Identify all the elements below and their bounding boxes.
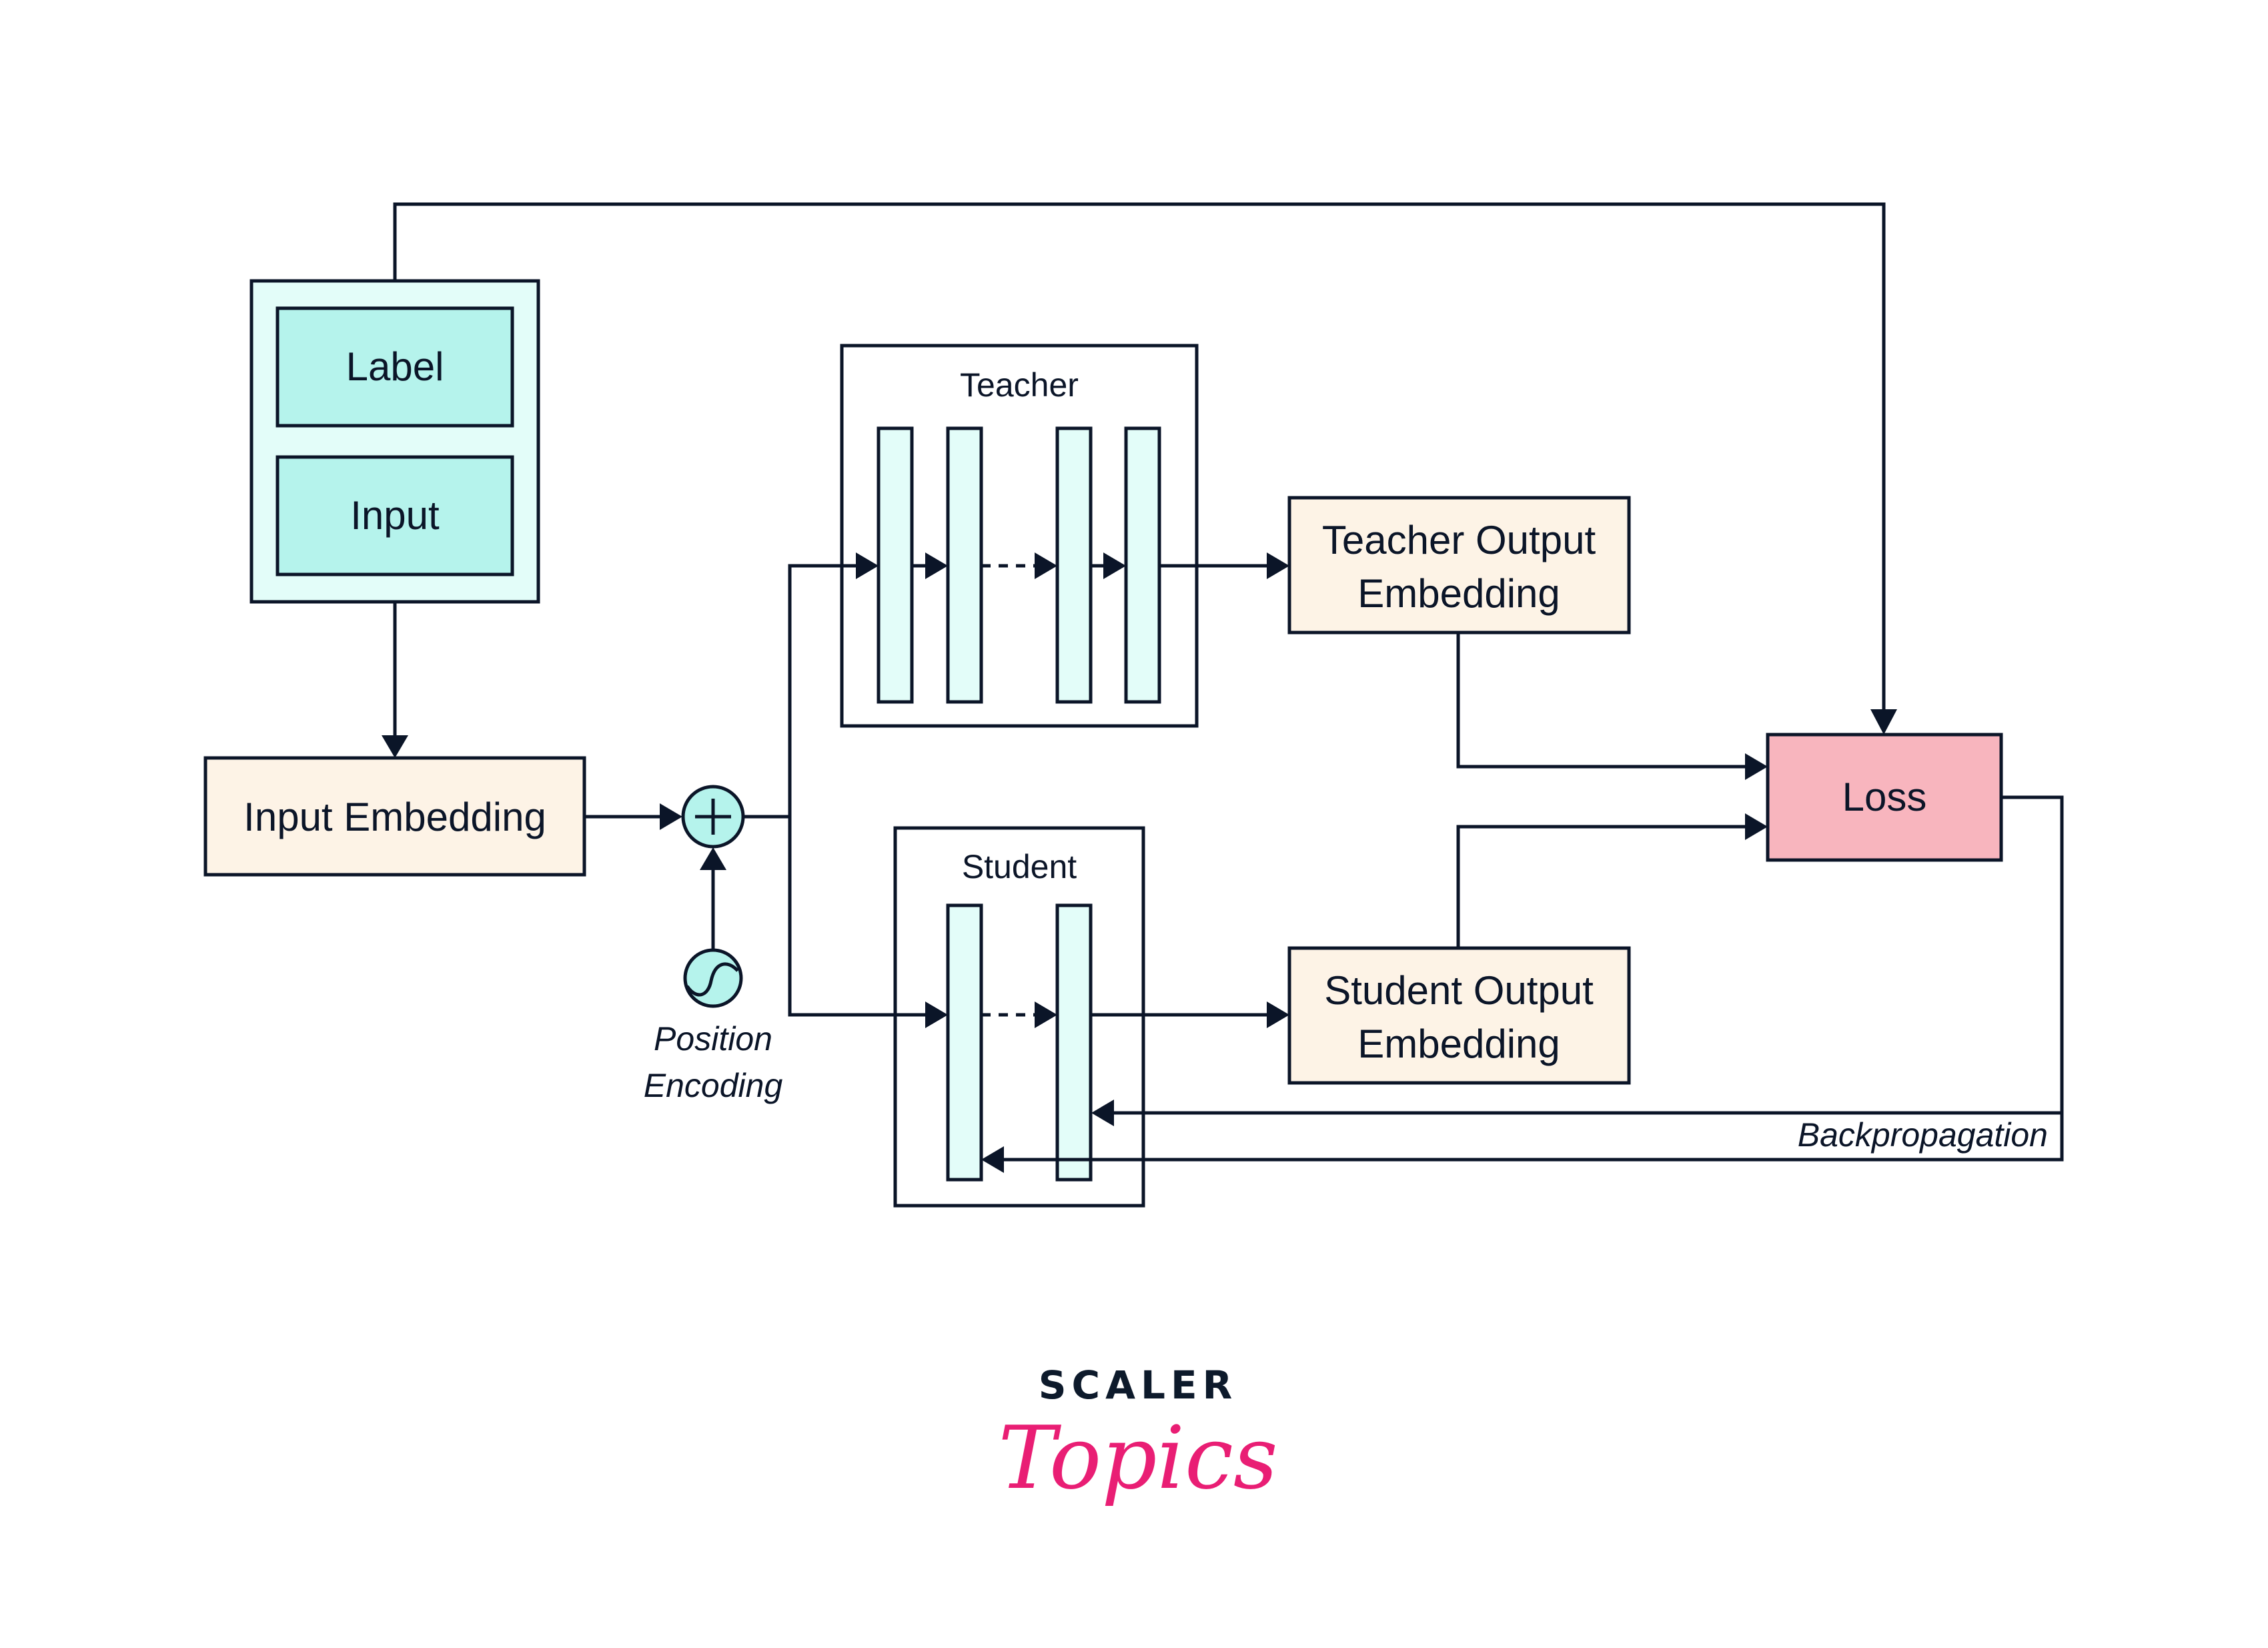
arrowhead — [981, 1146, 1004, 1173]
backprop-edge — [1001, 795, 2064, 1162]
teacher-layer[interactable] — [1124, 426, 1161, 704]
sine-wave-icon — [685, 962, 739, 997]
teacher-layer[interactable] — [877, 426, 914, 704]
student-model-box[interactable] — [893, 826, 1145, 1208]
arrowhead — [700, 847, 726, 870]
label-text: Label — [346, 344, 444, 389]
teacher-layer[interactable] — [1055, 426, 1093, 704]
teacher-model-box[interactable] — [840, 344, 1199, 728]
arrowhead — [1035, 1001, 1057, 1028]
label-to-loss-edge — [393, 202, 1886, 713]
arrowheads — [382, 552, 1897, 1173]
arrowhead — [1103, 552, 1126, 579]
arrowhead — [1091, 1100, 1114, 1126]
label-box[interactable] — [275, 306, 514, 428]
teacher-output-text-line1: Teacher Output — [1322, 518, 1596, 562]
student-title: Student — [962, 848, 1077, 885]
teacher-output-to-loss-edge — [1456, 633, 1749, 769]
branch-to-student-edge — [788, 817, 929, 1017]
arrowhead — [1870, 709, 1897, 735]
scaler-logo-text: SCALER — [1039, 1362, 1237, 1408]
student-output-embedding-box[interactable] — [1287, 946, 1631, 1085]
student-layer[interactable] — [1055, 903, 1093, 1182]
topics-logo-text: Topics — [998, 1407, 1277, 1509]
student-output-text-line1: Student Output — [1324, 968, 1594, 1013]
loss-box[interactable] — [1766, 733, 2003, 862]
input-text: Input — [350, 493, 440, 538]
student-layer[interactable] — [946, 903, 983, 1182]
arrowhead — [660, 803, 682, 830]
arrowhead — [1745, 813, 1768, 840]
input-embedding-text: Input Embedding — [243, 795, 546, 839]
position-encoding-label-line2: Encoding — [644, 1067, 783, 1104]
teacher-output-text-line2: Embedding — [1357, 571, 1560, 616]
arrowhead — [1267, 552, 1289, 579]
teacher-output-embedding-box[interactable] — [1287, 496, 1631, 635]
arrowhead — [856, 552, 879, 579]
student-output-to-loss-edge — [1456, 825, 1749, 948]
arrowhead — [925, 1001, 948, 1028]
backpropagation-label: Backpropagation — [1798, 1116, 2048, 1154]
teacher-layer[interactable] — [946, 426, 983, 704]
input-box[interactable] — [275, 455, 514, 576]
input-embedding-box[interactable] — [203, 756, 586, 877]
teacher-title: Teacher — [960, 366, 1079, 404]
loss-text: Loss — [1842, 775, 1927, 819]
arrowhead — [1267, 1001, 1289, 1028]
student-output-text-line2: Embedding — [1357, 1021, 1560, 1066]
arrowhead — [1745, 753, 1768, 780]
arrowhead — [1035, 552, 1057, 579]
branch-to-teacher-edge — [788, 564, 859, 817]
arrowhead — [382, 735, 408, 758]
position-encoding-label-line1: Position — [654, 1020, 772, 1058]
arrowhead — [925, 552, 948, 579]
plus-icon — [695, 799, 731, 835]
